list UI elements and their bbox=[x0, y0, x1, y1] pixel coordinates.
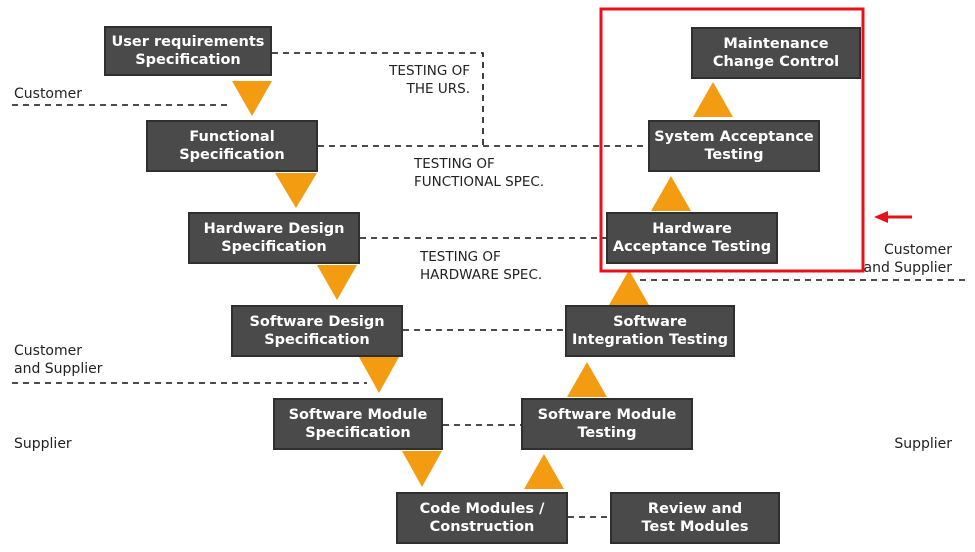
box-line: User requirements bbox=[111, 34, 265, 50]
functional-testing-label: TESTING OF FUNCTIONAL SPEC. bbox=[414, 155, 544, 191]
software-integration-box: Software Integration Testing bbox=[565, 305, 735, 357]
box-line: Acceptance Testing bbox=[612, 239, 772, 255]
review-test-box: Review and Test Modules bbox=[610, 492, 780, 544]
label-line: HARDWARE SPEC. bbox=[420, 267, 543, 283]
user-requirements-box: User requirements Specification bbox=[104, 26, 272, 76]
pointer-arrow-icon bbox=[874, 211, 912, 223]
label-line: Supplier bbox=[14, 436, 72, 452]
hardware-design-box: Hardware Design Specification bbox=[188, 212, 360, 264]
box-line: Review and bbox=[647, 501, 743, 517]
label-line: TESTING OF bbox=[389, 63, 470, 79]
box-line: Specification bbox=[305, 425, 411, 441]
box-line: Change Control bbox=[712, 54, 840, 70]
software-design-box: Software Design Specification bbox=[231, 305, 403, 357]
label-line: FUNCTIONAL SPEC. bbox=[414, 174, 545, 190]
arrow-down-5 bbox=[402, 451, 442, 487]
system-acceptance-box: System Acceptance Testing bbox=[648, 120, 820, 172]
box-line: Specification bbox=[135, 52, 241, 68]
box-line: Software Design bbox=[249, 314, 385, 330]
hardware-testing-label: TESTING OF HARDWARE SPEC. bbox=[420, 248, 542, 284]
label-line: and Supplier bbox=[14, 361, 103, 377]
label-line: Customer bbox=[14, 86, 83, 102]
box-line: Software Module bbox=[288, 407, 428, 423]
hardware-acceptance-box: Hardware Acceptance Testing bbox=[606, 212, 778, 264]
box-line: Code Modules / bbox=[419, 501, 545, 517]
software-module-spec-box: Software Module Specification bbox=[273, 398, 443, 450]
functional-spec-box: Functional Specification bbox=[146, 120, 318, 172]
urs-test-connector bbox=[272, 52, 484, 146]
box-line: Integration Testing bbox=[571, 332, 729, 348]
supplier-right-label: Supplier bbox=[870, 435, 952, 453]
software-module-testing-box: Software Module Testing bbox=[521, 398, 693, 450]
box-line: Software Module bbox=[537, 407, 677, 423]
label-line: THE URS. bbox=[406, 81, 470, 97]
box-line: Maintenance bbox=[723, 36, 829, 52]
box-line: Hardware Design bbox=[203, 221, 345, 237]
arrow-up-3 bbox=[609, 270, 649, 305]
urs-testing-label: TESTING OF THE URS. bbox=[360, 62, 470, 98]
box-line: Hardware bbox=[652, 221, 732, 237]
label-line: and Supplier bbox=[863, 260, 952, 276]
box-line: Construction bbox=[429, 519, 535, 535]
label-line: Customer bbox=[883, 242, 952, 258]
label-line: TESTING OF bbox=[414, 156, 495, 172]
customer-supplier-left-label: Customer and Supplier bbox=[14, 342, 102, 378]
arrow-down-1 bbox=[232, 81, 272, 116]
supplier-left-label: Supplier bbox=[14, 435, 72, 453]
label-line: Supplier bbox=[894, 436, 952, 452]
customer-label: Customer bbox=[14, 85, 82, 103]
label-line: TESTING OF bbox=[420, 249, 501, 265]
box-line: Specification bbox=[221, 239, 327, 255]
arrow-down-2 bbox=[275, 173, 317, 208]
arrow-up-1 bbox=[524, 454, 564, 489]
box-line: Specification bbox=[179, 147, 285, 163]
arrow-up-4 bbox=[651, 176, 691, 211]
box-line: Specification bbox=[264, 332, 370, 348]
label-line: Customer bbox=[14, 343, 83, 359]
box-line: Test Modules bbox=[641, 519, 749, 535]
customer-supplier-right-label: Customer and Supplier bbox=[850, 241, 952, 277]
box-line: Functional bbox=[189, 129, 275, 145]
highlight-frame bbox=[599, 7, 865, 273]
maintenance-box: Maintenance Change Control bbox=[691, 27, 861, 79]
arrow-down-4 bbox=[359, 357, 399, 393]
box-line: Testing bbox=[704, 147, 764, 163]
arrow-up-5 bbox=[693, 82, 733, 117]
arrow-up-2 bbox=[567, 362, 607, 397]
code-modules-box: Code Modules / Construction bbox=[396, 492, 568, 544]
box-line: Software bbox=[613, 314, 687, 330]
arrow-down-3 bbox=[317, 265, 357, 300]
box-line: System Acceptance bbox=[654, 129, 814, 145]
box-line: Testing bbox=[577, 425, 637, 441]
